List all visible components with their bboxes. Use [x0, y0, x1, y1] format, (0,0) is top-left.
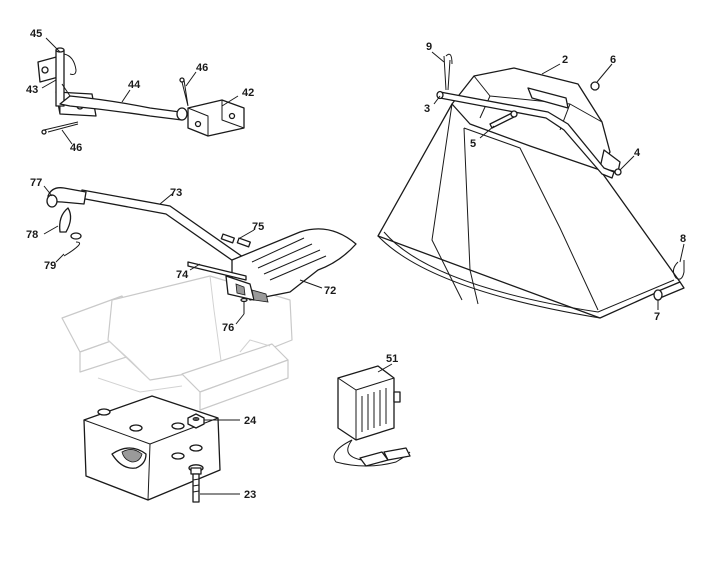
knob-part-77: [46, 187, 87, 208]
screw-part-76: [240, 297, 248, 314]
callout-5: 5: [470, 138, 476, 150]
callout-79: 79: [44, 260, 56, 272]
callout-2: 2: [562, 54, 568, 66]
pin-part-74: [187, 261, 247, 281]
knob-part-6: [590, 81, 600, 91]
callout-45: 45: [30, 28, 42, 40]
pin-part-8: [672, 260, 685, 280]
callout-46-lower: 46: [70, 142, 82, 154]
callout-72: 72: [324, 285, 336, 297]
spring-part-78: [59, 207, 82, 240]
callout-7: 7: [654, 311, 660, 323]
clip-part-79: [63, 241, 81, 257]
leader-lines: [41, 37, 685, 495]
catcher-bag-part-2: [377, 103, 681, 319]
callout-75: 75: [252, 221, 264, 233]
cap-part-4: [614, 168, 622, 176]
callout-9: 9: [426, 41, 432, 53]
pin-part-45: [55, 47, 77, 107]
callout-73: 73: [170, 187, 182, 199]
callout-43: 43: [26, 84, 38, 96]
battery-charger-part-51: [333, 365, 411, 467]
clip-part-46-upper: [179, 77, 189, 107]
callout-76: 76: [222, 322, 234, 334]
callout-77: 77: [30, 177, 42, 189]
callout-4: 4: [634, 147, 641, 159]
nut-part-24: [187, 413, 205, 429]
callout-3: 3: [424, 103, 430, 115]
callout-8: 8: [680, 233, 686, 245]
bracket-part-42: [176, 99, 245, 137]
counterweight-block: [83, 395, 221, 501]
rollers-part-75: [220, 233, 251, 248]
ghost-frame: [61, 275, 293, 411]
callout-74: 74: [176, 269, 189, 281]
callout-44: 44: [128, 79, 141, 91]
cap-part-7: [653, 281, 685, 301]
pin-part-9: [443, 53, 453, 91]
bolt-part-23: [188, 464, 204, 503]
callout-42: 42: [242, 87, 254, 99]
callout-78: 78: [26, 229, 38, 241]
pedal-part-72: [225, 228, 357, 303]
frame-rod-part-3: [436, 90, 615, 179]
catcher-lid: [451, 67, 621, 173]
callout-labels: 45 43 44 46 42 46 77 73 78 79 75 74 72 7…: [26, 28, 686, 501]
callout-51: 51: [386, 353, 398, 365]
callout-46-upper: 46: [196, 62, 208, 74]
bolt-part-5: [489, 110, 518, 129]
lever-part-73: [79, 189, 251, 271]
callout-23: 23: [244, 489, 256, 501]
clip-part-46-lower: [41, 121, 79, 135]
callout-6: 6: [610, 54, 616, 66]
callout-24: 24: [244, 415, 257, 427]
